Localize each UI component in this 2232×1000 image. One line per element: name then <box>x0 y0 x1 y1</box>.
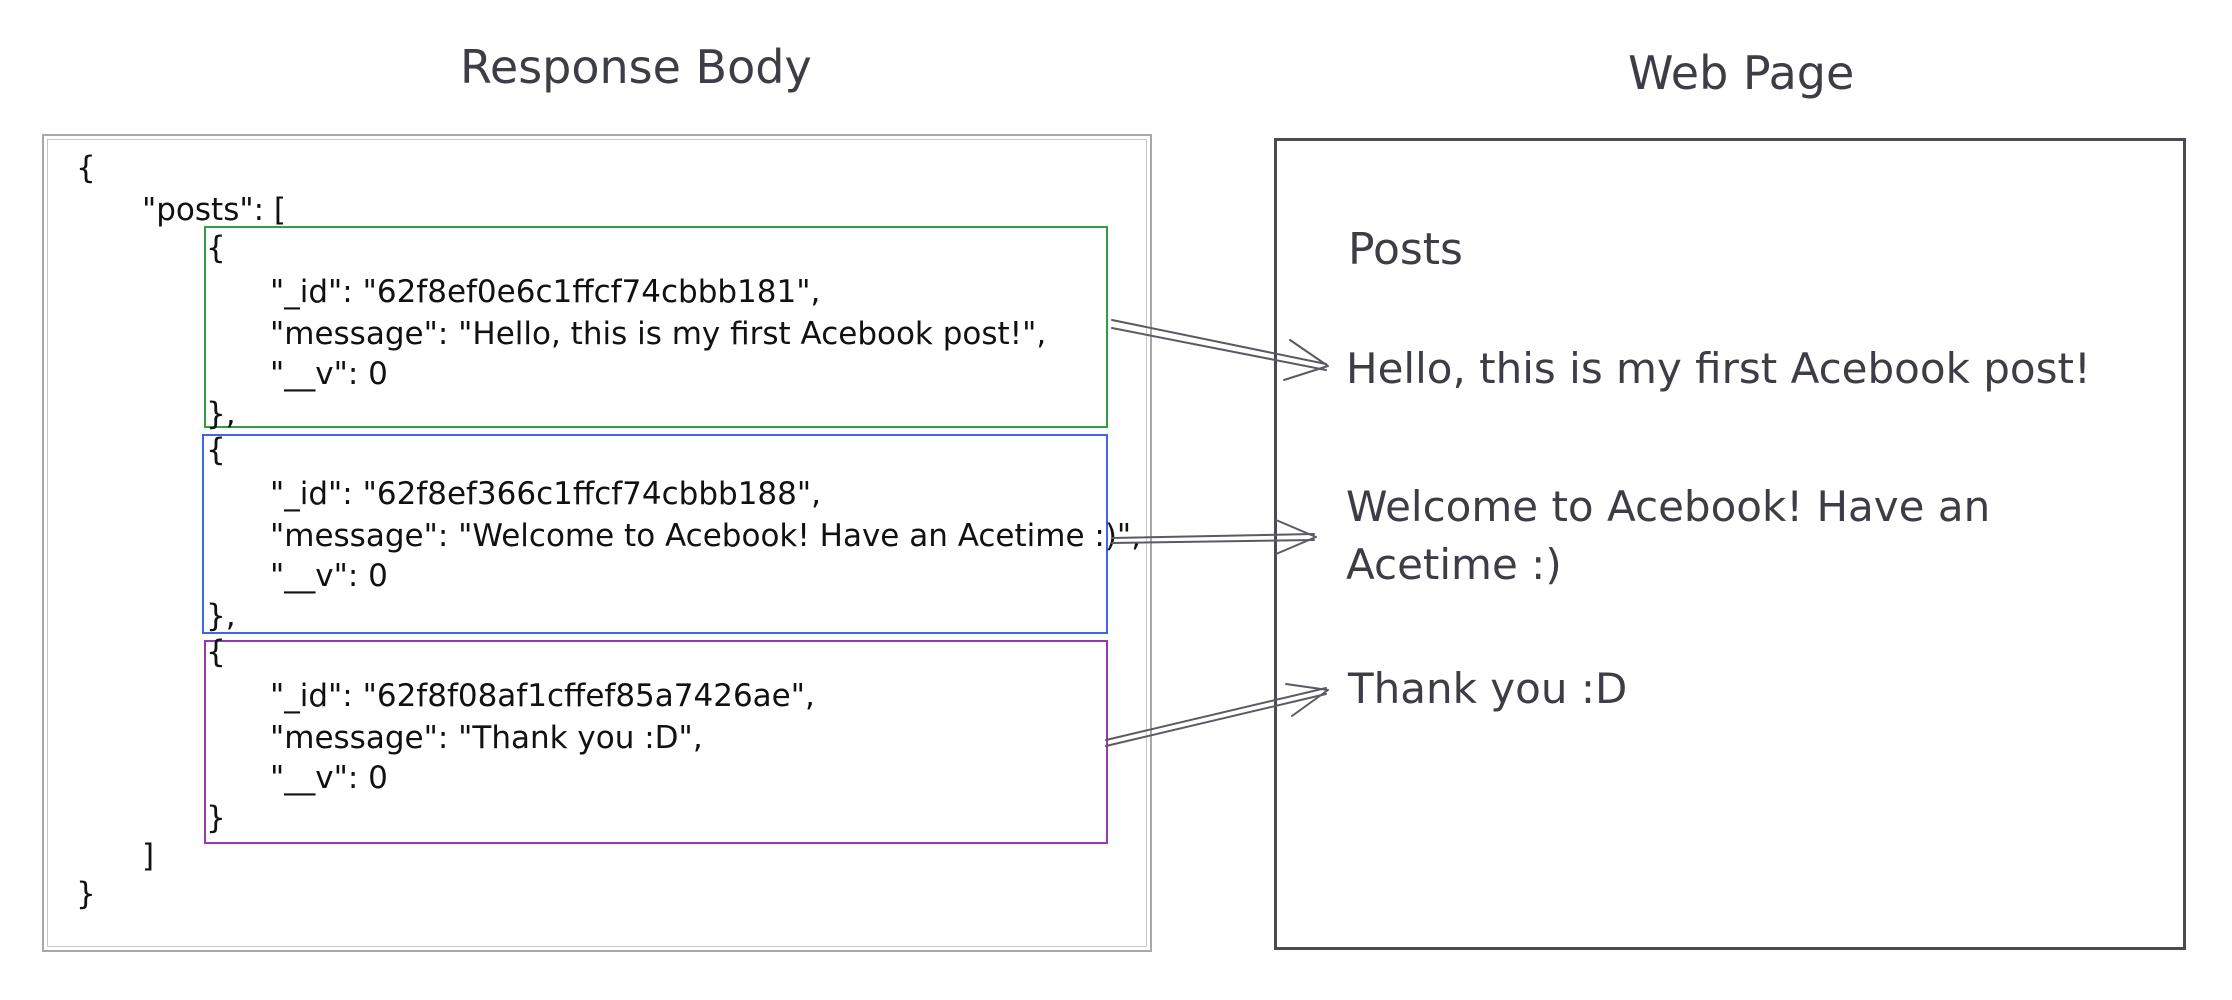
post-3-id-line: "_id": "62f8f08af1cffef85a7426ae", <box>270 678 815 714</box>
post-1-close-brace: }, <box>206 396 236 432</box>
json-close-brace: } <box>76 876 96 912</box>
post-3-box <box>204 640 1108 844</box>
post-2-v-line: "__v": 0 <box>270 558 388 594</box>
web-page-posts-heading: Posts <box>1348 224 1463 275</box>
post-2-message-line: "message": "Welcome to Acebook! Have an … <box>270 518 1142 554</box>
post-1-v-line: "__v": 0 <box>270 356 388 392</box>
arrow-3-line-a <box>1105 687 1327 741</box>
arrow-2-line-b <box>1111 539 1315 544</box>
post-1-id-line: "_id": "62f8ef0e6c1ffcf74cbbb181", <box>270 274 821 310</box>
post-3-open-brace: { <box>206 634 226 670</box>
arrow-2-head <box>1275 519 1317 555</box>
web-page-frame <box>1274 138 2186 950</box>
post-2-close-brace: }, <box>206 598 236 634</box>
post-3-v-line: "__v": 0 <box>270 760 388 796</box>
json-open-brace: { <box>76 150 96 186</box>
web-page-title: Web Page <box>1628 46 1855 100</box>
post-3-close-brace: } <box>206 800 226 836</box>
arrow-1-line-a <box>1111 319 1327 365</box>
post-1-open-brace: { <box>206 230 226 266</box>
arrow-2-line-a <box>1111 533 1315 539</box>
json-close-bracket: ] <box>142 838 155 874</box>
web-page-post-2: Welcome to Acebook! Have an Acetime :) <box>1346 482 1991 589</box>
arrow-3-head <box>1285 683 1329 717</box>
post-2-open-brace: { <box>206 432 226 468</box>
arrow-3-line-b <box>1105 693 1327 747</box>
web-page-post-1: Hello, this is my first Acebook post! <box>1346 344 2091 393</box>
json-posts-key: "posts": [ <box>142 192 287 228</box>
post-2-id-line: "_id": "62f8ef366c1ffcf74cbbb188", <box>270 476 821 512</box>
arrow-1-line-b <box>1111 327 1327 371</box>
web-page-post-3: Thank you :D <box>1348 664 1628 713</box>
post-1-box <box>204 226 1108 428</box>
response-body-title: Response Body <box>460 40 812 94</box>
post-1-message-line: "message": "Hello, this is my first Aceb… <box>270 316 1047 352</box>
post-3-message-line: "message": "Thank you :D", <box>270 720 703 756</box>
arrow-1-head <box>1283 339 1329 381</box>
post-2-box <box>202 434 1108 634</box>
